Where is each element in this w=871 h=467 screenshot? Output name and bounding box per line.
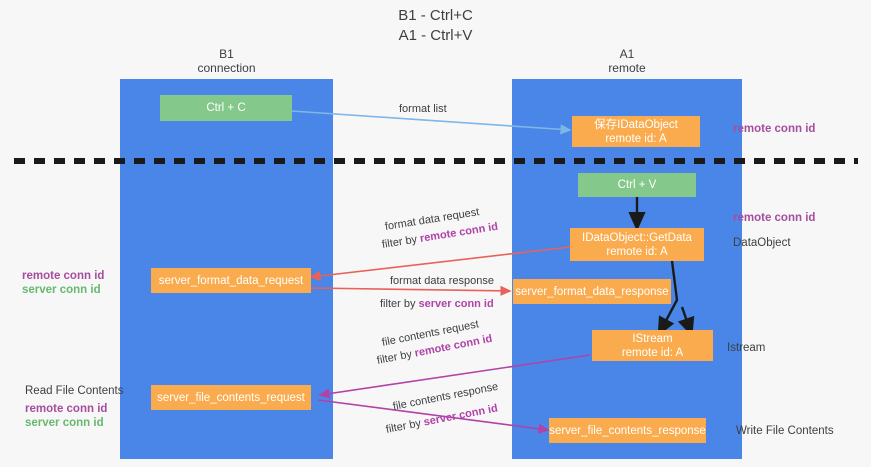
node-save-idataobject-line1: 保存IDataObject	[594, 118, 678, 131]
annotation-read-file-contents: Read File Contents	[25, 385, 124, 397]
edge-label-format-list-text: format list	[399, 103, 447, 115]
title-line-1: B1 - Ctrl+C	[398, 7, 473, 24]
node-server-file-contents-request-label: server_file_contents_request	[157, 391, 305, 404]
node-ctrl-c-label: Ctrl + C	[206, 102, 246, 114]
annotation-remote-conn-id-top: remote conn id	[733, 123, 816, 135]
filter-prefix: filter by	[375, 347, 416, 367]
column-header-right: A1 remote	[512, 47, 742, 75]
node-server-format-data-request[interactable]: server_format_data_request	[151, 268, 311, 293]
filter-key-server-conn-id: server conn id	[418, 298, 494, 310]
edge-label-format-data-response: format data response	[390, 274, 494, 288]
edge-label-format-data-response-filter: filter by server conn id	[380, 297, 494, 311]
filter-key-server-conn-id: server conn id	[422, 402, 499, 429]
column-header-right-name: A1	[619, 47, 635, 61]
node-server-format-data-response[interactable]: server_format_data_response	[513, 279, 671, 304]
column-header-left-role: connection	[197, 61, 256, 75]
filter-prefix: filter by	[384, 416, 425, 436]
node-server-format-data-response-label: server_format_data_response	[515, 285, 669, 298]
annotation-istream: Istream	[727, 342, 766, 354]
annotation-write-file-contents: Write File Contents	[736, 425, 834, 437]
annotation-left-server-conn-id-mid: server conn id	[22, 284, 101, 296]
column-header-left: B1 connection	[120, 47, 333, 75]
node-ctrl-c[interactable]: Ctrl + C	[160, 95, 292, 121]
arrow-format-data-response	[310, 285, 512, 296]
title-line-2: A1 - Ctrl+V	[398, 27, 473, 44]
annotation-left-remote-conn-id-mid: remote conn id	[22, 270, 105, 282]
node-idataobject-getdata[interactable]: IDataObject::GetData remote id: A	[570, 228, 704, 261]
edge-label-format-list: format list	[399, 102, 447, 116]
node-server-file-contents-request[interactable]: server_file_contents_request	[151, 385, 311, 410]
annotation-left-remote-conn-id-bot: remote conn id	[25, 403, 108, 415]
annotation-dataobject: DataObject	[733, 237, 791, 249]
node-server-format-data-request-label: server_format_data_request	[158, 274, 304, 287]
node-ctrl-v-label: Ctrl + V	[617, 179, 657, 191]
node-istream-line1: IStream	[632, 332, 673, 345]
node-server-file-contents-response[interactable]: server_file_contents_response	[549, 418, 706, 443]
annotation-remote-conn-id-mid: remote conn id	[733, 212, 816, 224]
node-save-idataobject[interactable]: 保存IDataObject remote id: A	[572, 116, 700, 147]
node-istream-line2: remote id: A	[621, 346, 684, 359]
column-header-right-role: remote	[608, 61, 646, 75]
annotation-left-server-conn-id-bot: server conn id	[25, 417, 104, 429]
node-ctrl-v[interactable]: Ctrl + V	[578, 173, 696, 197]
page-title: B1 - Ctrl+C A1 - Ctrl+V	[0, 6, 871, 46]
node-istream[interactable]: IStream remote id: A	[592, 330, 713, 361]
edge-label-format-data-response-text: format data response	[390, 275, 494, 287]
column-header-left-name: B1	[219, 47, 234, 61]
node-save-idataobject-line2: remote id: A	[605, 132, 667, 145]
node-idataobject-getdata-line1: IDataObject::GetData	[582, 231, 692, 244]
node-server-file-contents-response-label: server_file_contents_response	[549, 424, 706, 437]
node-idataobject-getdata-line2: remote id: A	[606, 245, 668, 258]
filter-prefix: filter by	[381, 233, 421, 251]
filter-prefix: filter by	[380, 298, 419, 310]
